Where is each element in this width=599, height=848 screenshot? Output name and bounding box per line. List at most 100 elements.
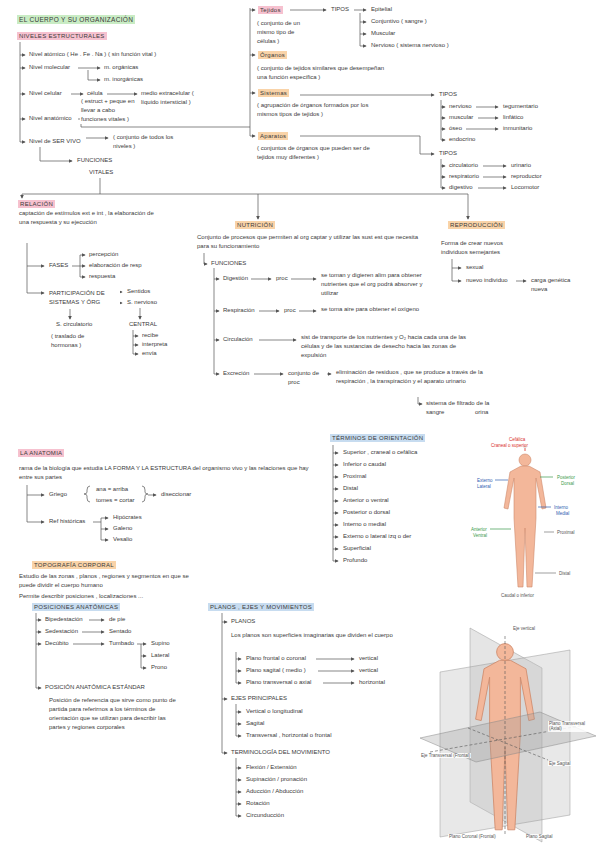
note-text: medio extracelular ( líquido intersticia… (140, 89, 212, 107)
note-text: se toma aire para obtener el oxígeno (320, 305, 422, 314)
note-text: ( conjunto de todos los niveles ) (112, 133, 176, 151)
note-text: óseo (448, 124, 463, 133)
heading-highlight: POSICIONES ANATÓMICAS (32, 603, 120, 611)
heading-text: REPRODUCCIÓN (450, 221, 503, 229)
heading-text: NUTRICIÓN (237, 221, 273, 229)
note-text: diseccionar (160, 490, 192, 499)
note-text: muscular (448, 113, 474, 122)
note-text: Aducción / Abducción (245, 787, 304, 796)
note-text: Posición de referencia que sirve como pu… (48, 696, 185, 732)
note-text: endocrino (448, 135, 476, 144)
note-text: horizontal (358, 678, 386, 687)
note-text: orina (474, 408, 489, 417)
note-text: Superficial (342, 544, 372, 553)
note-text: Decúbito (44, 639, 70, 648)
note-text: ( agrupación de órganos formados por los… (256, 101, 388, 119)
note-text: PARTICIPACIÓN DE SISTEMAS Y ÓRG (48, 289, 120, 307)
note-text: Locomotor (510, 183, 540, 192)
note-text: digestivo (448, 183, 474, 192)
note-text: Plano frontal o coronal (245, 654, 307, 663)
heading-text: PLANOS , EJES Y MOVIMIENTOS (210, 603, 312, 611)
note-text: VITALES (88, 168, 114, 177)
note-text: se toman y digieren alim para obtener nu… (320, 271, 442, 298)
note-text: ( estruct + peque en llevar a cabo funci… (80, 97, 140, 124)
note-text: proc (283, 306, 297, 315)
figure-label: Craneal o superior (490, 443, 529, 449)
note-text: m. inorgánicas (103, 75, 144, 84)
note-text: respiratorio (448, 172, 480, 181)
note-text: Nivel celular (28, 89, 63, 98)
note-text: Permite describir posiciones , localizac… (18, 592, 144, 601)
note-text: Externo o lateral izq o der (342, 532, 412, 541)
orientation-figure (490, 445, 556, 587)
figure-label: Ventral (472, 533, 488, 539)
note-text: Sagital (245, 719, 265, 728)
note-text: Digestión (222, 274, 249, 283)
note-text: Nivel molecular (28, 63, 71, 72)
note-text: Los planos son superficies imaginarias q… (230, 631, 422, 640)
note-text: ( conjunto de un mismo tipo de células ) (256, 19, 310, 46)
note-text: FUNCIONES (76, 156, 113, 165)
figure-label: Eje vertical (512, 626, 536, 632)
figure-label: Plano Sagital (525, 834, 554, 840)
note-text: TIPOS (438, 149, 458, 158)
note-text: urinario (510, 161, 532, 170)
heading-highlight: Sistemas (258, 89, 289, 97)
heading-highlight: Tejidos (258, 6, 283, 14)
heading-highlight: REPRODUCCIÓN (448, 221, 505, 229)
heading-text: Aparatos (260, 132, 286, 140)
note-text: Proximal (342, 472, 367, 481)
note-text: Conjunto de procesos que permiten al org… (196, 233, 428, 251)
note-text: nuevo individuo (465, 276, 509, 285)
note-text: Nivel atómico ( He . Fe . Na ) ( sin fun… (28, 50, 157, 59)
note-text: respuesta (88, 272, 116, 281)
note-text: sexual (465, 263, 484, 272)
note-text: S. circulatorio (55, 320, 93, 329)
note-text: CENTRAL (128, 320, 158, 329)
heading-highlight: TÉRMINOS DE ORIENTACIÓN (330, 434, 425, 442)
note-text: interpreta (141, 340, 168, 349)
note-text: Conjuntivo ( sangre ) (370, 17, 428, 26)
figure-label: Plano Transversal (Axial) (548, 721, 595, 732)
note-text: carga genética nueva (530, 276, 582, 294)
note-text: Tumbado (108, 639, 135, 648)
figure-label: Eje Transversal (Frontal) (420, 753, 471, 759)
heading-text: Tejidos (260, 6, 281, 14)
note-text: Distal (342, 484, 359, 493)
figure-label: Interno (553, 505, 569, 511)
note-text: Ref históricas (48, 517, 86, 526)
heading-text: POSICIONES ANATÓMICAS (34, 603, 118, 611)
figure-label: Plano Coronal (Frontal) (448, 834, 497, 840)
figure-label: Caudal o inferior (500, 593, 535, 599)
note-text: Transversal , horizontal o frontal (245, 731, 332, 740)
note-text: elaboración de resp (88, 261, 143, 270)
note-text: vertical (358, 654, 379, 663)
figure-label: Proximal (556, 530, 576, 536)
heading-text: NIVELES ESTRUCTURALES (19, 32, 105, 40)
note-text: sist de transporte de los nutrientes y O… (300, 333, 477, 360)
note-text: ana = arriba (95, 485, 129, 494)
figure-label: Dorsal (560, 481, 575, 487)
note-text: Sedestación (44, 627, 79, 636)
note-text: Vesalio (112, 535, 133, 544)
heading-highlight: Aparatos (258, 132, 288, 140)
note-text: Vertical o longitudinal (245, 707, 304, 716)
heading-text: Sistemas (260, 89, 287, 97)
note-text: Bipedestación (44, 615, 84, 624)
note-text: percepción (88, 250, 119, 259)
planes-figure (420, 628, 596, 842)
note-text: conjunto de proc (287, 369, 327, 387)
tree-lines (20, 8, 468, 816)
figure-label: Cefálica (508, 437, 526, 443)
note-text: Galeno (112, 524, 133, 533)
note-text: Profundo (342, 556, 368, 565)
figure-label: Medial (555, 511, 570, 517)
note-text: TIPOS (330, 5, 350, 14)
note-text: Flexión / Extensión (245, 763, 298, 772)
note-text: recibe (141, 331, 159, 340)
note-text: Lateral (150, 651, 170, 660)
note-text: TIPOS (438, 90, 458, 99)
heading-text: LA ANATOMIA (20, 449, 62, 457)
figure-label: Externo (476, 478, 494, 484)
